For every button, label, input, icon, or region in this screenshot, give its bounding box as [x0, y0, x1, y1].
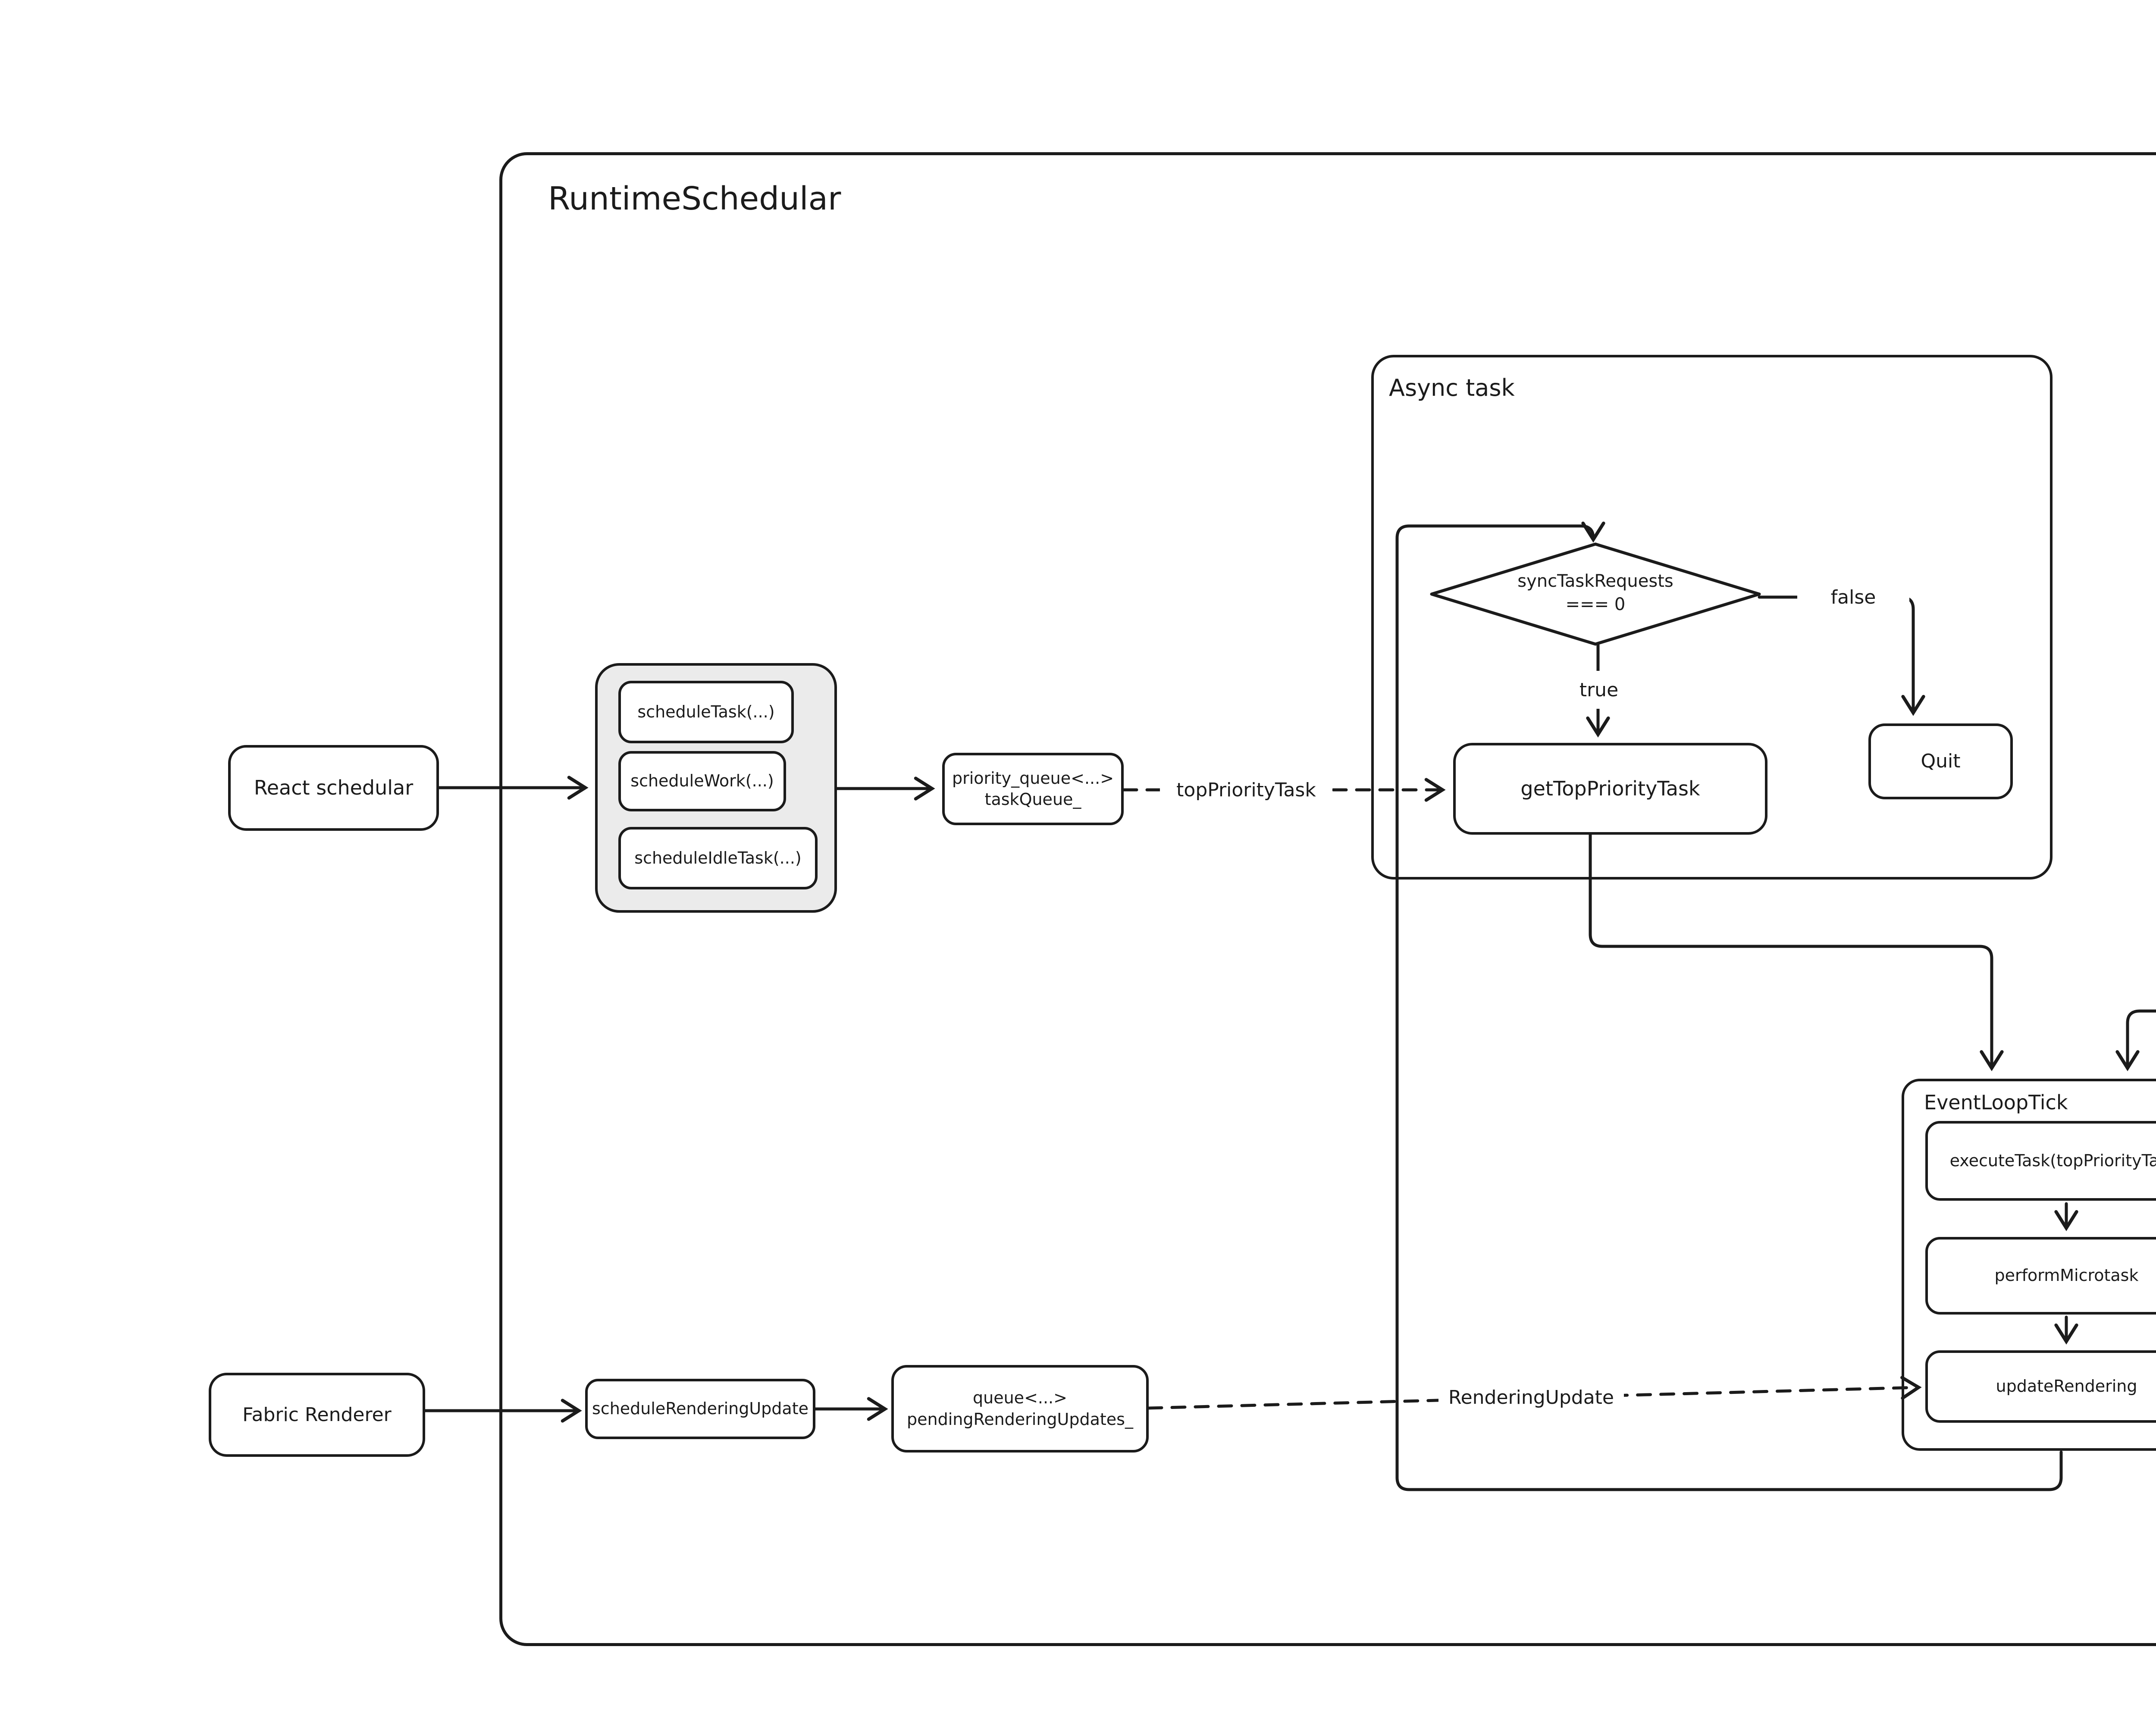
- node-fabric-renderer-label: Fabric Renderer: [242, 1403, 392, 1426]
- node-schedule-idle-task-label: scheduleIdleTask(...): [634, 848, 802, 867]
- edge-label-true-text: true: [1579, 679, 1619, 701]
- node-perform-microtask: performMicrotask: [1925, 1237, 2156, 1315]
- decision-line2: === 0: [1565, 595, 1626, 614]
- node-priority-queue-line2: taskQueue_: [984, 790, 1081, 809]
- node-react-scheduler-label: React schedular: [254, 776, 414, 799]
- node-perform-microtask-label: performMicrotask: [1994, 1266, 2139, 1285]
- node-schedule-task-label: scheduleTask(...): [637, 702, 775, 721]
- node-schedule-work-label: scheduleWork(...): [630, 771, 774, 791]
- diagram-title: RuntimeSchedular: [548, 180, 841, 217]
- decision-sync-task-requests: syncTaskRequests === 0: [1479, 560, 1712, 625]
- node-priority-queue: priority_queue<...> taskQueue_: [942, 753, 1124, 825]
- node-pending-rendering-updates: queue<...> pendingRenderingUpdates_: [891, 1365, 1149, 1453]
- edge-label-false: false: [1797, 578, 1909, 617]
- node-schedule-work: scheduleWork(...): [618, 751, 786, 811]
- edge-label-rendering-update-text: RenderingUpdate: [1448, 1386, 1614, 1409]
- edge-label-rendering-update: RenderingUpdate: [1438, 1378, 1624, 1417]
- node-priority-queue-line1: priority_queue<...>: [952, 768, 1114, 788]
- node-execute-task-label: executeTask(topPriorityTask): [1949, 1151, 2156, 1170]
- node-get-top-priority-task: getTopPriorityTask: [1453, 743, 1767, 835]
- decision-line1: syncTaskRequests: [1517, 571, 1673, 591]
- node-react-scheduler: React schedular: [228, 745, 439, 831]
- async-task-label: Async task: [1389, 374, 1515, 401]
- node-quit: Quit: [1868, 723, 2013, 799]
- node-pending-queue-line2: pendingRenderingUpdates_: [907, 1409, 1133, 1429]
- node-schedule-rendering-update-label: scheduleRenderingUpdate: [592, 1399, 808, 1418]
- node-get-top-priority-task-label: getTopPriorityTask: [1520, 776, 1700, 800]
- edge-label-top-priority-task-text: topPriorityTask: [1176, 779, 1316, 801]
- node-schedule-idle-task: scheduleIdleTask(...): [618, 827, 818, 889]
- node-execute-task: executeTask(topPriorityTask): [1925, 1121, 2156, 1201]
- node-schedule-rendering-update: scheduleRenderingUpdate: [585, 1379, 815, 1439]
- runtime-scheduler-container: [499, 152, 2156, 1646]
- edge-label-true: true: [1548, 671, 1650, 709]
- node-quit-label: Quit: [1921, 750, 1961, 773]
- node-schedule-task: scheduleTask(...): [618, 681, 794, 743]
- node-update-rendering-label: updateRendering: [1996, 1377, 2137, 1396]
- node-fabric-renderer: Fabric Renderer: [209, 1373, 425, 1457]
- node-pending-queue-line1: queue<...>: [973, 1388, 1067, 1408]
- edge-label-top-priority-task: topPriorityTask: [1160, 770, 1332, 810]
- edge-label-false-text: false: [1830, 586, 1876, 608]
- node-update-rendering: updateRendering: [1925, 1350, 2156, 1423]
- event-loop-tick-label: EventLoopTick: [1924, 1091, 2068, 1114]
